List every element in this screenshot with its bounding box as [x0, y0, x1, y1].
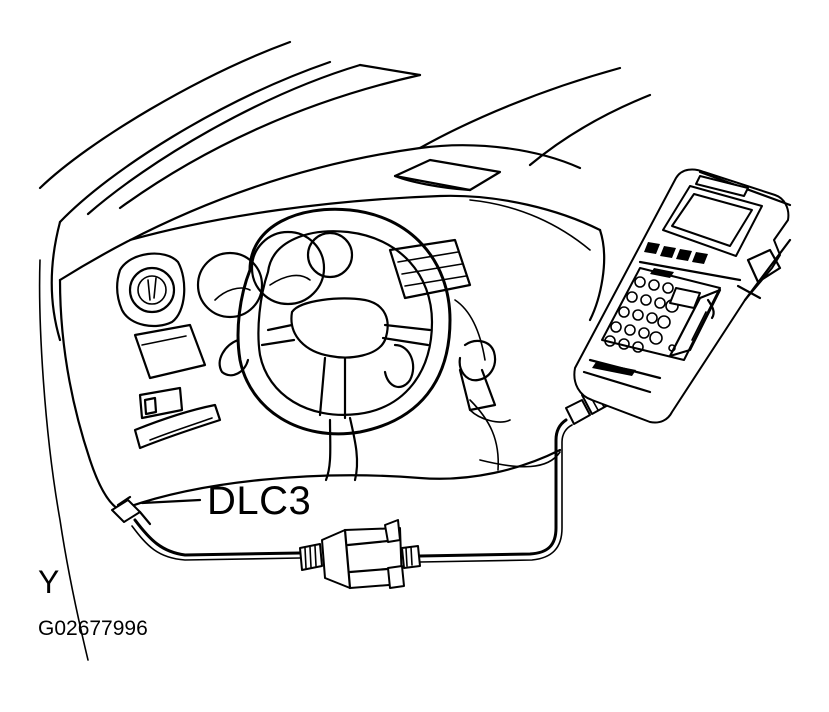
dlc3-label: DLC3 [207, 479, 312, 523]
view-code-label: Y [38, 564, 60, 600]
center-vents [388, 238, 472, 300]
cable-left [131, 518, 302, 561]
steering-wheel [218, 207, 452, 482]
left-vent [116, 252, 222, 450]
tester-keypad [604, 268, 701, 353]
windshield-frame [38, 40, 422, 661]
dashboard-outline [58, 66, 652, 512]
figure-id-label: G02677996 [38, 617, 148, 640]
cable-right [418, 418, 573, 563]
right-lever [458, 339, 511, 423]
dlc3-connector [111, 495, 202, 526]
diagnostic-tester [573, 168, 792, 424]
instrument-gauges [196, 230, 354, 319]
cable-adapter [299, 519, 421, 590]
